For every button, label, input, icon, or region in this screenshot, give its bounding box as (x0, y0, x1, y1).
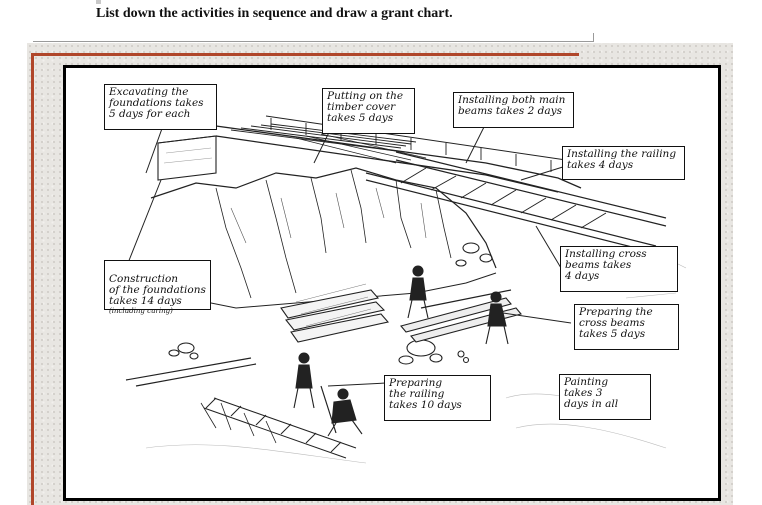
callout-excavating: Excavating the foundations takes 5 days … (104, 84, 217, 130)
frame-accent-left (31, 53, 34, 505)
callout-preparing-cross-beams: Preparing the cross beams takes 5 days (574, 304, 679, 350)
callout-foundations: Construction of the foundations takes 14… (104, 260, 211, 315)
callout-timber-cover: Putting on the timber cover takes 5 days (322, 88, 415, 134)
header-divider-tick (593, 33, 594, 42)
bridge-illustration: Excavating the foundations takes 5 days … (63, 65, 721, 501)
scroll-mark (96, 0, 101, 4)
callout-foundations-note: (including curing) (109, 307, 173, 315)
callout-main-beams: Installing both main beams takes 2 days (453, 92, 574, 128)
bridge-drawing (125, 115, 687, 464)
header-divider (33, 41, 594, 42)
frame-accent-top (31, 53, 579, 56)
question-heading: List down the activities in sequence and… (96, 6, 453, 21)
callout-installing-railing: Installing the railing takes 4 days (562, 146, 685, 180)
callout-installing-cross-beams: Installing cross beams takes 4 days (560, 246, 678, 292)
callout-preparing-railing: Preparing the railing takes 10 days (384, 375, 491, 421)
callout-foundations-main: Construction of the foundations takes 14… (109, 273, 206, 307)
callout-painting: Painting takes 3 days in all (559, 374, 651, 420)
